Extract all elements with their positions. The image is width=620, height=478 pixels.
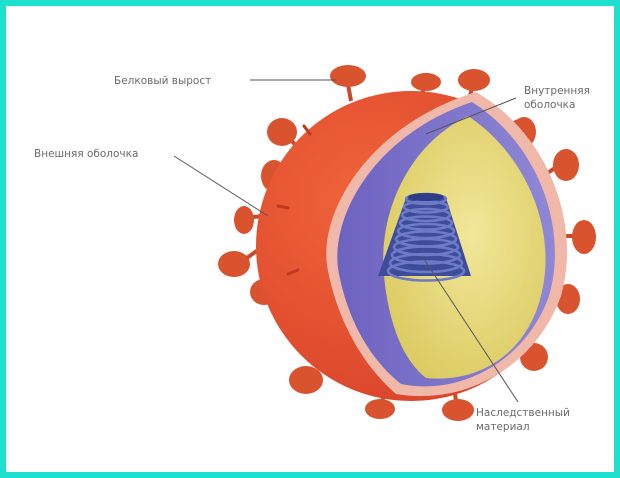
label-genetic-material-line1: Наследственный xyxy=(476,407,570,419)
label-genetic-material-line2: материал xyxy=(476,421,530,433)
spike xyxy=(289,366,323,394)
spike xyxy=(330,65,366,101)
spike xyxy=(546,149,579,181)
spike xyxy=(218,250,258,277)
diagram-frame: Белковый вырост Внешняя оболочка Внутрен… xyxy=(6,6,614,472)
spike xyxy=(562,220,596,254)
label-inner-shell-line2: оболочка xyxy=(524,99,575,111)
virus-structure-diagram: Белковый вырост Внешняя оболочка Внутрен… xyxy=(6,6,614,472)
label-protein-spike: Белковый вырост xyxy=(114,75,211,87)
spike xyxy=(267,118,297,146)
label-outer-shell: Внешняя оболочка xyxy=(34,148,138,160)
label-inner-shell-line1: Внутренняя xyxy=(524,85,590,97)
